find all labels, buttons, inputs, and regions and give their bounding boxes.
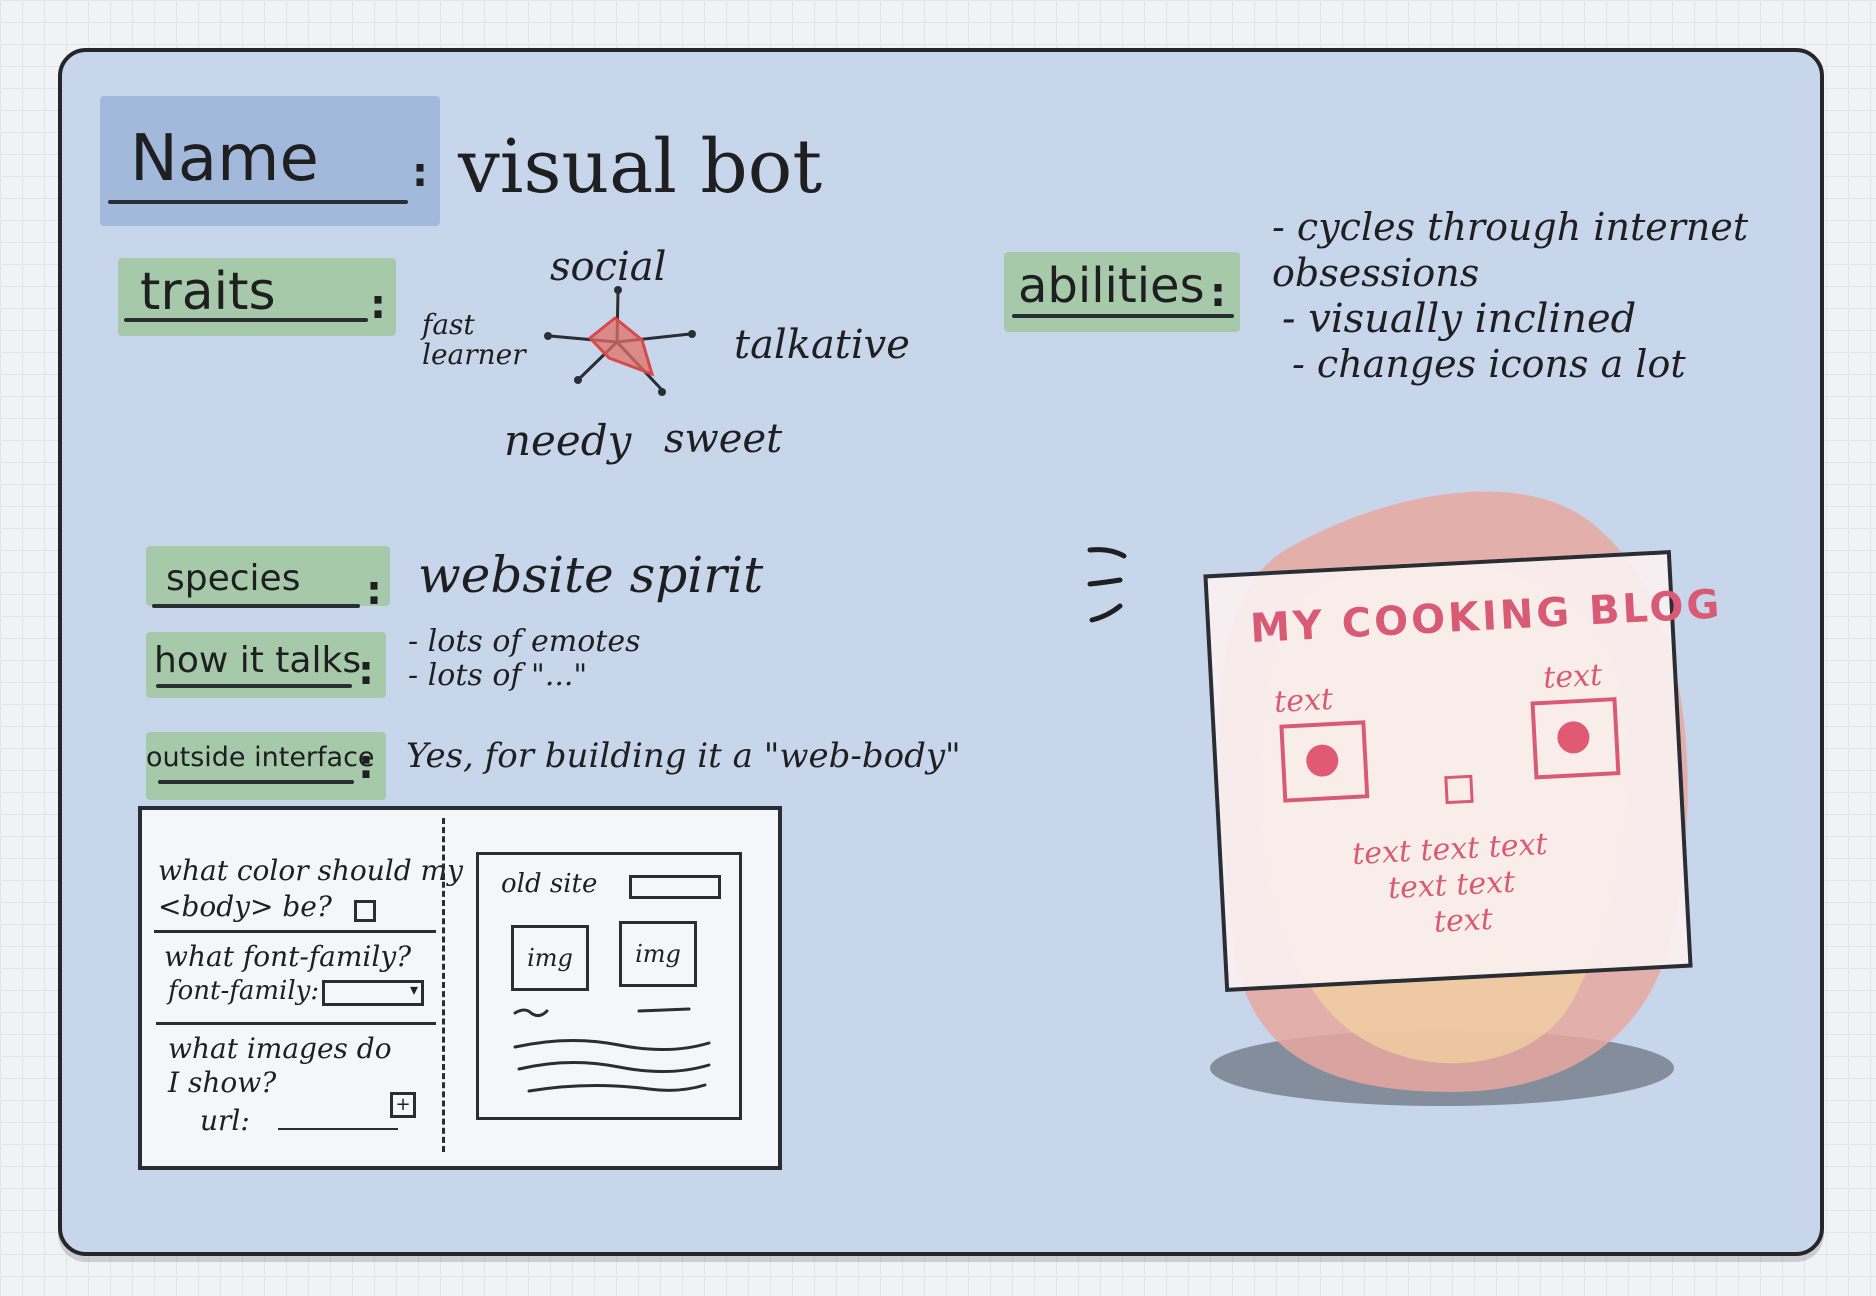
- outside-interface-label: outside interface: [146, 742, 375, 773]
- blog-image-right: [1530, 697, 1621, 780]
- blog-text-right: text: [1542, 657, 1603, 696]
- wire-question-images: what images do: [168, 1032, 392, 1065]
- traits-label: traits: [140, 262, 276, 322]
- abilities-label: abilities: [1018, 258, 1205, 314]
- wire-url-label: url:: [200, 1104, 250, 1137]
- name-colon: :: [412, 150, 428, 196]
- radar-axis-social: social: [550, 244, 667, 290]
- name-value: visual bot: [458, 124, 823, 210]
- radar-axis-needy: needy: [504, 416, 632, 465]
- blog-image-left: [1279, 720, 1370, 803]
- chevron-down-icon: ▾: [409, 980, 418, 999]
- traits-colon: :: [370, 282, 386, 328]
- old-site-text-lines: [513, 1007, 711, 1093]
- radar-axis-fast-learner: fast learner: [422, 308, 526, 371]
- blog-title: MY COOKING BLOG: [1249, 581, 1724, 653]
- ability-item: - cycles through internet obsessions: [1272, 205, 1749, 295]
- traits-radar: [544, 286, 696, 396]
- wire-divider: [156, 1022, 436, 1025]
- url-input[interactable]: [278, 1128, 398, 1130]
- radar-axis-talkative: talkative: [734, 322, 910, 368]
- name-highlight: [100, 96, 440, 226]
- species-highlight: [146, 546, 390, 606]
- outside-interface-colon: :: [358, 742, 374, 788]
- old-site-nav: [629, 875, 721, 899]
- outside-interface-value: Yes, for building it a "web-body": [406, 736, 961, 776]
- old-site-image: img: [619, 921, 697, 987]
- blog-body-line: text text text: [1351, 826, 1549, 873]
- name-underline: [108, 200, 408, 204]
- old-site-preview: old site img img: [476, 852, 742, 1120]
- species-value: website spirit: [418, 546, 764, 604]
- wire-question-font: what font-family?: [164, 940, 412, 973]
- how-it-talks-label: how it talks: [154, 640, 362, 681]
- blog-body-line: text text: [1387, 864, 1516, 907]
- how-it-talks-item: - lots of emotes: [408, 624, 641, 659]
- old-site-image: img: [511, 925, 589, 991]
- color-checkbox[interactable]: [354, 900, 376, 922]
- species-colon: :: [366, 568, 382, 614]
- ability-item: - changes icons a lot: [1292, 342, 1686, 386]
- wire-question-color: what color should my: [158, 854, 463, 887]
- add-url-button[interactable]: +: [390, 1092, 416, 1118]
- motion-lines-icon: [1087, 547, 1127, 623]
- outside-interface-underline: [158, 780, 354, 784]
- how-it-talks-item: - lots of "...": [408, 658, 588, 693]
- blog-webpage: MY COOKING BLOG text text text text text…: [1203, 550, 1723, 992]
- abilities-highlight: [1004, 252, 1240, 332]
- blog-image-dot: [1305, 743, 1340, 778]
- blog-text-left: text: [1273, 681, 1334, 720]
- species-underline: [152, 604, 360, 608]
- traits-underline: [124, 318, 368, 322]
- font-family-dropdown[interactable]: ▾: [322, 980, 424, 1006]
- blog-image-dot: [1556, 720, 1591, 755]
- traits-highlight: [118, 258, 396, 336]
- old-site-label: old site: [501, 869, 598, 899]
- blog-small-square: [1444, 774, 1474, 805]
- how-it-talks-colon: :: [358, 648, 374, 694]
- ability-item: - visually inclined: [1282, 296, 1637, 342]
- radar-shape: [587, 316, 655, 377]
- wire-divider: [154, 930, 436, 933]
- outside-interface-highlight: [146, 732, 386, 800]
- how-it-talks-underline: [156, 684, 352, 688]
- wire-font-label: font-family:: [168, 976, 320, 1006]
- wire-question-color-2: <body> be?: [158, 890, 332, 923]
- wire-split-line: [442, 818, 445, 1152]
- name-label: Name: [130, 122, 319, 196]
- wire-question-images-2: I show?: [168, 1066, 277, 1099]
- abilities-colon: :: [1210, 270, 1226, 316]
- interface-wireframe: what color should my <body> be? what fon…: [138, 806, 782, 1170]
- blog-body-line: text: [1432, 901, 1494, 940]
- radar-axis-sweet: sweet: [664, 416, 783, 462]
- species-label: species: [166, 558, 301, 599]
- abilities-underline: [1012, 314, 1234, 318]
